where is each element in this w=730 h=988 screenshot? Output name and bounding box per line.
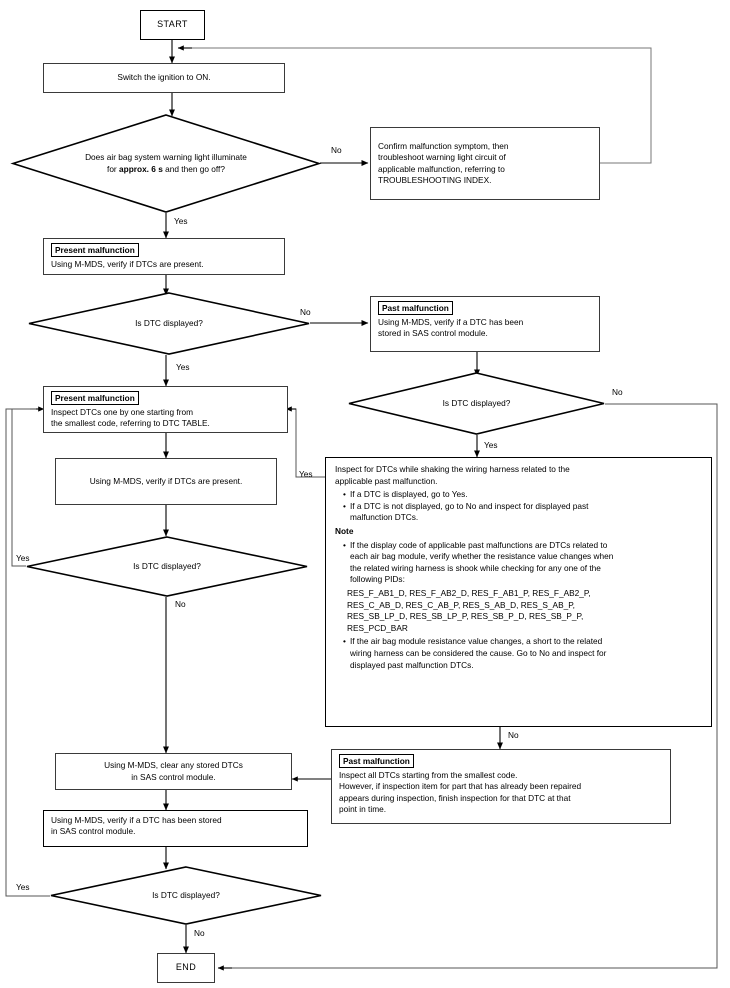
edge-label-yes-6: Yes [16,882,30,892]
node-present-verify-1: Present malfunction Using M-MDS, verify … [43,238,285,275]
edge-label-yes-2: Yes [176,362,190,372]
start-label: START [157,19,188,30]
diamond-shape [28,292,310,355]
node-clear-dtcs: Using M-MDS, clear any stored DTCs in SA… [55,753,292,790]
edge-label-yes-1: Yes [174,216,188,226]
node-present-verify-2: Using M-MDS, verify if DTCs are present. [55,458,277,505]
decision-warning-light: Does air bag system warning light illumi… [10,114,322,213]
shake-harness-bullets-2: If the display code of applicable past m… [335,540,703,586]
node-shake-harness: Inspect for DTCs while shaking the wirin… [325,457,712,727]
edge-label-yes-3: Yes [484,440,498,450]
shake-harness-note-head: Note [335,525,354,536]
present-inspect-text: Inspect DTCs one by one starting from th… [51,407,210,429]
end-label: END [175,962,197,973]
edge-label-no-6: No [194,928,205,938]
switch-ignition-text: Switch the ignition to ON. [117,72,211,83]
decision-dtc-displayed-2-label: Is DTC displayed? [442,397,511,408]
node-present-inspect: Present malfunction Inspect DTCs one by … [43,386,288,433]
node-past-inspect-all: Past malfunction Inspect all DTCs starti… [331,749,671,824]
present-malfunction-tag-2: Present malfunction [51,391,139,405]
past-malfunction-tag-1: Past malfunction [378,301,453,315]
edge-label-no-5: No [508,730,519,740]
edge-label-yes-4: Yes [299,469,313,479]
shake-harness-intro: Inspect for DTCs while shaking the wirin… [335,464,570,486]
decision-warning-light-label: Does air bag system warning light illumi… [85,152,247,174]
present-verify-1-text: Using M-MDS, verify if DTCs are present. [51,259,204,269]
confirm-malfunction-text: Confirm malfunction symptom, then troubl… [378,140,509,185]
edge-label-no-4: No [175,599,186,609]
shake-harness-bullets-3: If the air bag module resistance value c… [335,636,703,671]
shake-harness-bullets-1: If a DTC is displayed, go to Yes. If a D… [335,489,703,524]
decision-dtc-displayed-1: Is DTC displayed? [28,292,310,355]
decision-dtc-displayed-3: Is DTC displayed? [26,536,308,597]
list-item: If a DTC is displayed, go to Yes. [343,489,703,501]
list-item: If the air bag module resistance value c… [343,636,703,671]
past-verify-1-text: Using M-MDS, verify if a DTC has been st… [378,317,524,339]
shake-harness-pid-list: RES_F_AB1_D, RES_F_AB2_D, RES_F_AB1_P, R… [347,587,591,633]
edge-label-yes-5: Yes [16,553,30,563]
edge-label-no-2: No [300,307,311,317]
list-item: If the display code of applicable past m… [343,540,703,586]
node-end: END [157,953,215,983]
present-malfunction-tag-1: Present malfunction [51,243,139,257]
decision-dtc-displayed-2: Is DTC displayed? [348,372,605,435]
node-verify-stored: Using M-MDS, verify if a DTC has been st… [43,810,308,847]
node-start: START [140,10,205,40]
clear-dtcs-text: Using M-MDS, clear any stored DTCs in SA… [104,760,243,782]
past-inspect-all-text: Inspect all DTCs starting from the small… [339,770,582,815]
decision-dtc-displayed-4-label: Is DTC displayed? [152,889,220,900]
list-item: If a DTC is not displayed, go to No and … [343,501,703,524]
decision-dtc-displayed-3-label: Is DTC displayed? [133,560,201,571]
node-switch-ignition: Switch the ignition to ON. [43,63,285,93]
verify-stored-text: Using M-MDS, verify if a DTC has been st… [51,815,222,837]
node-past-verify-1: Past malfunction Using M-MDS, verify if … [370,296,600,352]
past-malfunction-tag-2: Past malfunction [339,754,414,768]
edge-label-no-3: No [612,387,623,397]
decision-dtc-displayed-4: Is DTC displayed? [50,866,322,925]
decision-dtc-displayed-1-label: Is DTC displayed? [135,317,203,328]
present-verify-2-text: Using M-MDS, verify if DTCs are present. [89,475,243,486]
edge-label-no-1: No [331,145,342,155]
node-confirm-malfunction: Confirm malfunction symptom, then troubl… [370,127,600,200]
